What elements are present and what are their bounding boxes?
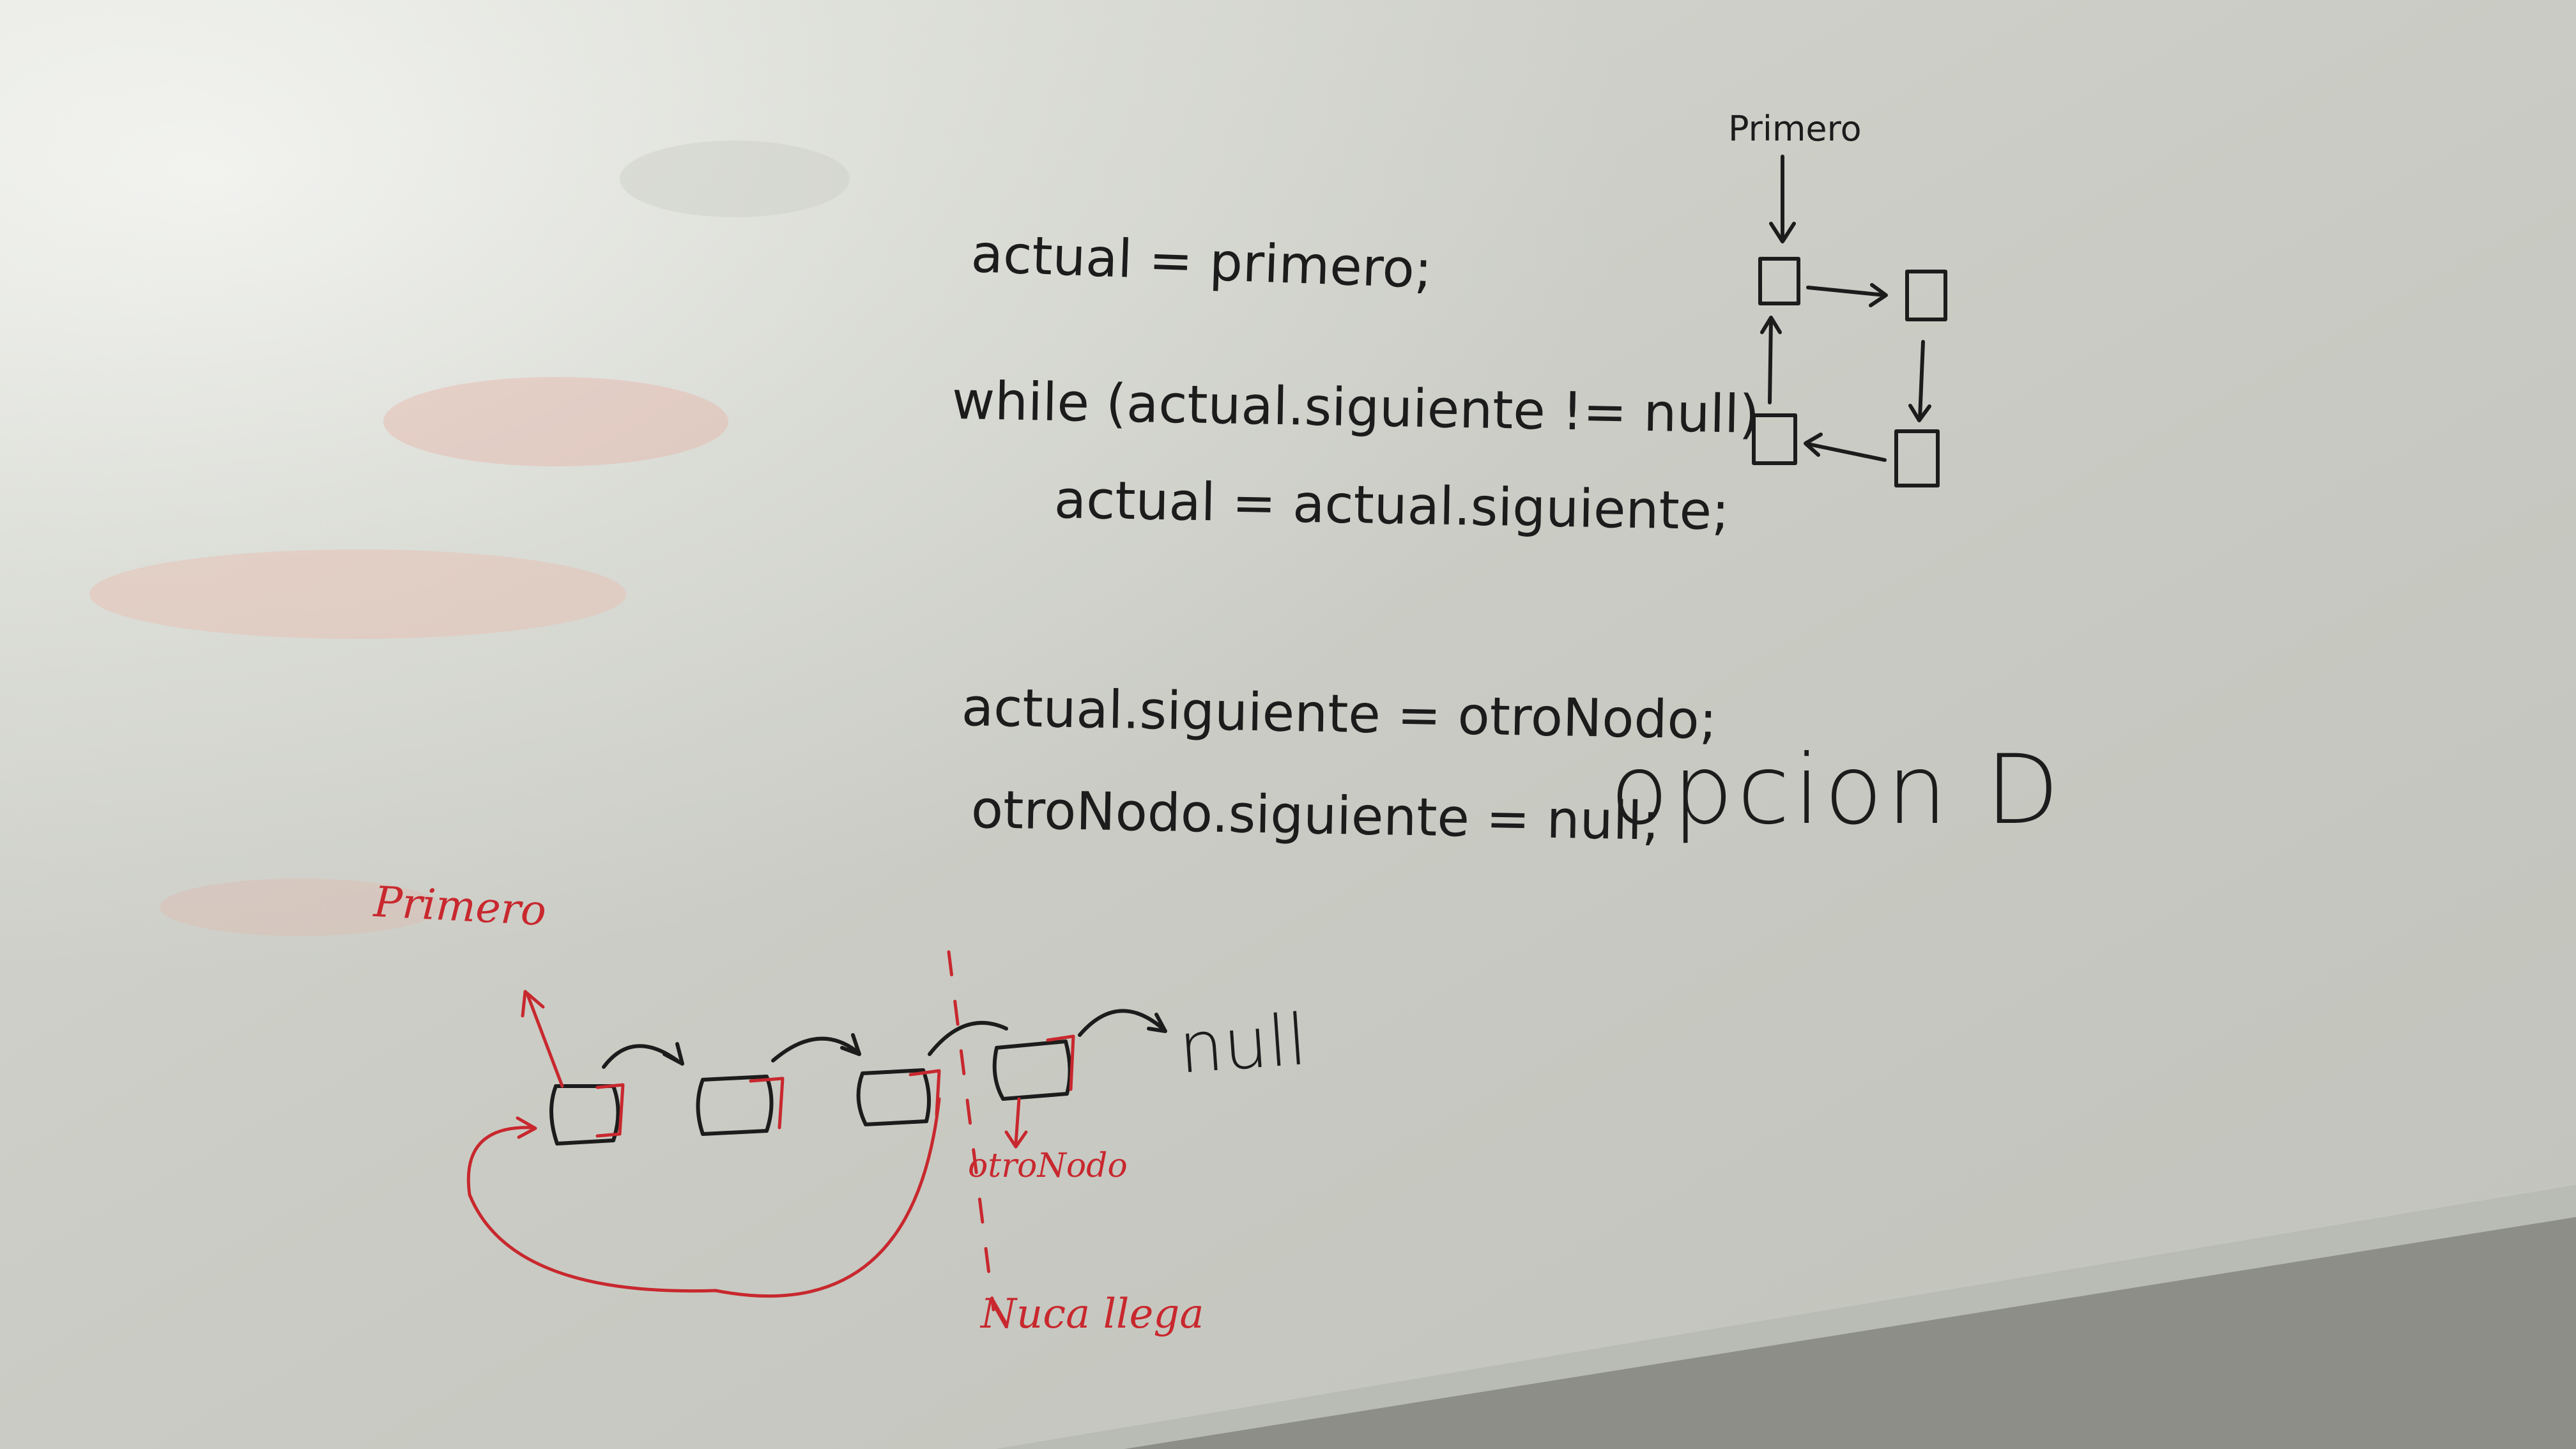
nunca-llega-label: Nuca llega xyxy=(981,1291,1204,1338)
list-node-1 xyxy=(549,1084,620,1146)
circular-node-3 xyxy=(1894,429,1940,487)
circular-primero-label: Primero xyxy=(1728,109,1862,149)
answer-opcion-d: opcion D xyxy=(1610,735,2064,846)
red-loop-arrow xyxy=(466,1097,941,1298)
red-primero-arrow xyxy=(525,992,564,1088)
eraser-smudge xyxy=(383,377,728,466)
list-node-2 xyxy=(696,1075,774,1136)
otro-nodo-label: otroNodo xyxy=(968,1147,1128,1185)
board-tray-edge xyxy=(997,1185,2576,1449)
ghost-writing xyxy=(620,141,850,217)
list-node-4 xyxy=(992,1039,1072,1101)
eraser-smudge xyxy=(89,549,626,639)
red-dashed-divider xyxy=(947,950,995,1312)
circular-node-4 xyxy=(1752,413,1797,465)
list-node-3 xyxy=(856,1068,931,1126)
circular-node-1 xyxy=(1758,257,1800,305)
circular-node-2 xyxy=(1905,270,1947,321)
eraser-smudge xyxy=(160,878,441,936)
null-label: null xyxy=(1176,999,1310,1089)
red-primero-label: Primero xyxy=(372,877,548,936)
